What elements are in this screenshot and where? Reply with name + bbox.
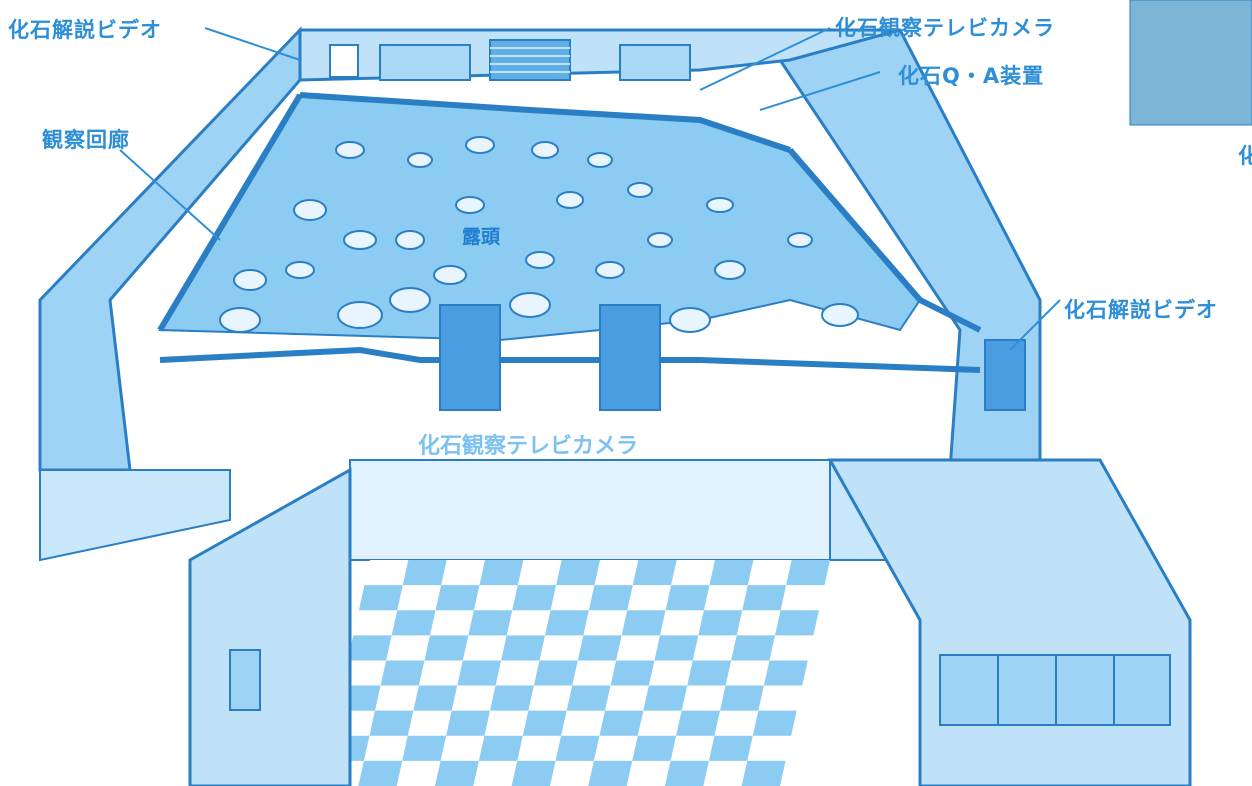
- checker-tile: [490, 685, 534, 711]
- ammonite-fossils: [219, 136, 859, 333]
- checker-tile: [358, 585, 403, 611]
- checker-tile: [556, 560, 600, 586]
- leader-lines: [119, 27, 1061, 351]
- video-screen-back: [329, 44, 359, 78]
- checker-tile: [446, 710, 490, 736]
- checker-tile: [512, 585, 557, 611]
- checker-tile: [741, 760, 786, 786]
- checker-tile: [402, 735, 447, 761]
- back-vent: [489, 39, 571, 81]
- checker-tile: [665, 760, 709, 786]
- checker-tile: [709, 560, 754, 586]
- checker-tile: [720, 685, 764, 711]
- label-video-top-left: 化石解説ビデオ: [8, 18, 162, 42]
- back-panel-2: [619, 44, 691, 81]
- checker-tile: [468, 610, 513, 636]
- checker-tile: [775, 610, 819, 636]
- checker-tile: [731, 635, 775, 661]
- checker-tile: [643, 685, 688, 711]
- checker-tile: [435, 585, 480, 611]
- label-outcrop: 露頭: [462, 226, 501, 248]
- checker-tile: [687, 660, 732, 686]
- lobby-back-wall: [349, 459, 831, 561]
- checker-tile: [588, 760, 633, 786]
- label-camera-top: 化石観察テレビカメラ: [835, 16, 1055, 40]
- checker-tile: [457, 660, 502, 686]
- label-qa-device: 化石Q・A装置: [898, 64, 1045, 88]
- checker-tile: [501, 635, 545, 661]
- checker-tile: [654, 635, 699, 661]
- checker-tile: [698, 610, 743, 636]
- checker-tile: [369, 710, 414, 736]
- railing-front: [159, 346, 981, 373]
- checker-tile: [347, 635, 392, 661]
- checker-tile: [752, 710, 797, 736]
- checker-tile: [402, 560, 447, 586]
- checker-tile: [479, 560, 524, 586]
- railing-left: [157, 93, 303, 332]
- checker-tile: [358, 760, 403, 786]
- checker-tile: [478, 735, 523, 761]
- checker-tile: [577, 635, 622, 661]
- checker-tile: [599, 710, 644, 736]
- checker-tile: [533, 660, 578, 686]
- video-box-right: [984, 339, 1026, 411]
- caption-fragment: 化: [1238, 144, 1252, 168]
- checker-tile: [391, 610, 436, 636]
- checker-tile: [676, 710, 720, 736]
- checker-tile: [555, 735, 600, 761]
- checker-tile: [588, 585, 633, 611]
- checker-tile: [413, 685, 458, 711]
- checker-tile: [511, 760, 556, 786]
- display-case-left: [439, 304, 501, 411]
- corridor-wall-left: [39, 469, 231, 562]
- label-video-right: 化石解説ビデオ: [1064, 298, 1218, 322]
- checker-tile: [424, 635, 469, 661]
- checker-tile: [621, 610, 666, 636]
- back-panel-1: [379, 44, 471, 81]
- photo-thumbnail: [1129, 0, 1252, 126]
- railing-back: [299, 92, 791, 153]
- label-camera-center: 化石観察テレビカメラ: [418, 434, 639, 459]
- checker-tile: [708, 735, 753, 761]
- checker-tile: [522, 710, 567, 736]
- checker-tile: [632, 735, 677, 761]
- display-case-right: [599, 304, 661, 411]
- railing-right: [787, 148, 982, 333]
- checker-tile: [742, 585, 787, 611]
- checker-tile: [610, 660, 655, 686]
- checker-tile: [435, 760, 479, 786]
- checker-tile: [632, 560, 677, 586]
- checker-tile: [786, 560, 830, 586]
- right-block: [827, 458, 1192, 786]
- label-corridor: 観察回廊: [42, 128, 130, 152]
- left-block-window: [229, 649, 261, 711]
- checker-tile: [380, 660, 425, 686]
- checker-tile: [566, 685, 611, 711]
- checker-tile: [545, 610, 589, 636]
- checker-tile: [763, 660, 808, 686]
- checker-tile: [665, 585, 710, 611]
